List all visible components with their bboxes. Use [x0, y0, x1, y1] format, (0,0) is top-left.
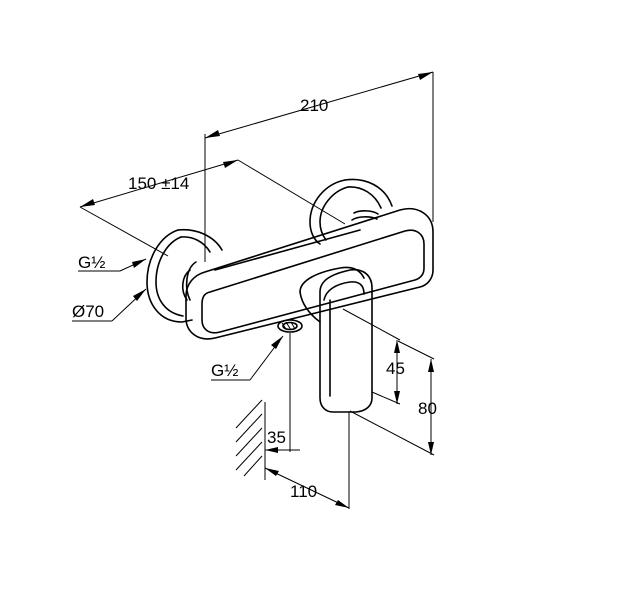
- outlet-thread: [277, 319, 303, 333]
- dim-label-110: 110: [290, 482, 317, 501]
- leader-outlet-thread: G½: [211, 335, 284, 381]
- dim-label-inlet-thread: G½: [78, 253, 105, 272]
- leader-rosette-diameter: Ø70: [72, 288, 147, 322]
- dim-label-outlet-thread: G½: [211, 361, 238, 380]
- dimension-45: 45: [342, 308, 405, 405]
- dim-label-80: 80: [418, 399, 437, 418]
- left-rosette: [146, 228, 223, 323]
- mixer-handle: [299, 266, 373, 413]
- dimension-210: 210: [204, 71, 434, 262]
- dim-label-rosette-diameter: Ø70: [72, 302, 104, 321]
- dimension-35: 35: [265, 333, 300, 453]
- mixer-body: [185, 208, 434, 340]
- dimension-110: 110: [264, 412, 350, 509]
- dimension-80: 80: [349, 340, 437, 456]
- wall-hatching: [235, 399, 266, 480]
- dim-label-35: 35: [267, 428, 286, 447]
- dimension-150: 150 ±14: [79, 159, 346, 257]
- dim-label-45: 45: [386, 359, 405, 378]
- leader-inlet-thread: G½: [78, 253, 147, 272]
- dim-label-150: 150 ±14: [128, 174, 189, 193]
- dim-label-210: 210: [300, 96, 328, 115]
